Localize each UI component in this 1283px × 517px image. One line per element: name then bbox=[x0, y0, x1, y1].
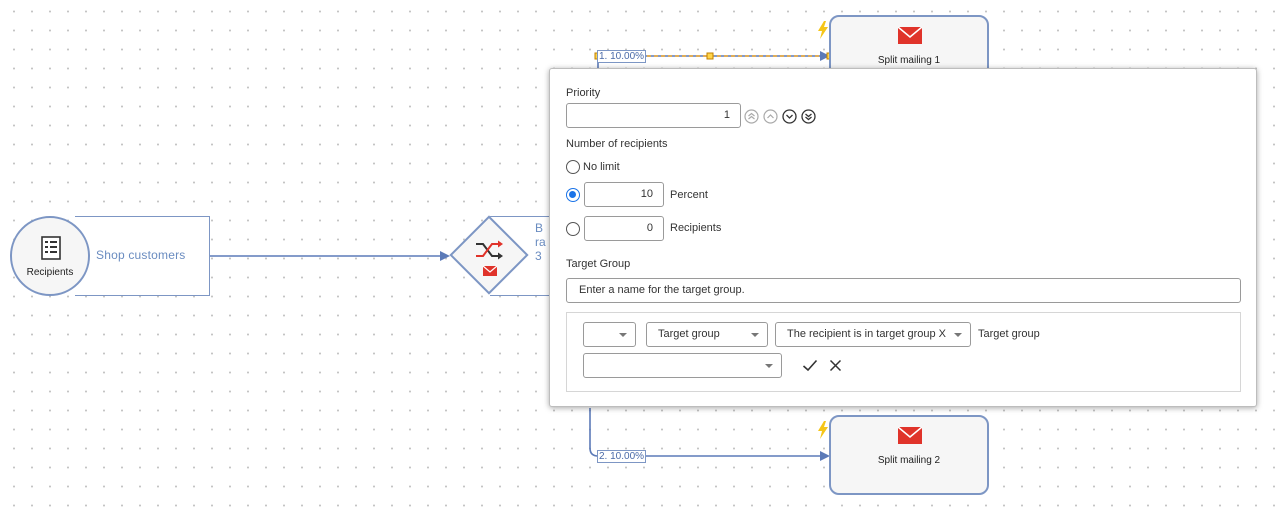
rule-suffix-label: Target group bbox=[978, 328, 1040, 340]
recipients-node[interactable]: Recipients bbox=[10, 216, 90, 296]
number-of-recipients-label: Number of recipients bbox=[566, 138, 668, 150]
priority-input[interactable]: 1 bbox=[566, 103, 741, 128]
split-text-fragment-3: 3 bbox=[535, 249, 542, 263]
percent-radio[interactable] bbox=[566, 188, 580, 202]
priority-label: Priority bbox=[566, 87, 601, 99]
percent-label: Percent bbox=[670, 189, 708, 201]
mailing-1-label: Split mailing 1 bbox=[877, 55, 941, 66]
chevron-down-icon bbox=[751, 333, 759, 337]
target-group-label: Target Group bbox=[566, 258, 631, 270]
envelope-icon bbox=[898, 427, 922, 444]
chevron-down-icon bbox=[619, 333, 627, 337]
double-chevron-down-icon[interactable] bbox=[801, 109, 816, 124]
percent-input[interactable]: 10 bbox=[584, 182, 664, 207]
recipient-source-box[interactable]: Shop customers bbox=[75, 216, 210, 296]
lightning-icon bbox=[818, 421, 828, 439]
rule-operator-select[interactable]: The recipient is in target group X bbox=[775, 322, 971, 347]
check-icon[interactable] bbox=[802, 359, 818, 372]
chevron-down-icon bbox=[954, 333, 962, 337]
rule-operator-select-value: The recipient is in target group X bbox=[787, 328, 946, 340]
chevron-up-icon[interactable] bbox=[763, 109, 778, 124]
rule-field-select-value: Target group bbox=[658, 328, 720, 340]
shuffle-split-icon bbox=[476, 240, 503, 276]
close-icon[interactable] bbox=[829, 359, 842, 372]
recipient-source-label: Shop customers bbox=[96, 248, 186, 262]
envelope-icon bbox=[898, 27, 922, 44]
chevron-down-icon[interactable] bbox=[782, 109, 797, 124]
recipients-count-input[interactable]: 0 bbox=[584, 216, 664, 241]
edge-recipients-to-split[interactable] bbox=[210, 251, 450, 261]
split-settings-panel: Priority 1 Number of recipients No limit… bbox=[549, 68, 1257, 407]
recipients-count-label: Recipients bbox=[670, 222, 722, 234]
target-group-rule-editor: Target group The recipient is in target … bbox=[566, 312, 1241, 392]
list-document-icon bbox=[41, 236, 61, 260]
recipients-node-label: Recipients bbox=[26, 267, 74, 278]
rule-field-select[interactable]: Target group bbox=[646, 322, 768, 347]
edge-label-1[interactable]: 1. 10.00% bbox=[597, 50, 647, 63]
split-text-fragment-1: B bbox=[535, 221, 544, 235]
no-limit-radio[interactable] bbox=[566, 160, 580, 174]
chevron-down-icon bbox=[765, 364, 773, 368]
no-limit-label: No limit bbox=[583, 161, 620, 173]
edge-label-2[interactable]: 2. 10.00% bbox=[597, 450, 647, 463]
recipients-count-radio[interactable] bbox=[566, 222, 580, 236]
double-chevron-up-icon[interactable] bbox=[744, 109, 759, 124]
envelope-icon bbox=[482, 265, 498, 276]
target-group-name-input[interactable]: Enter a name for the target group. bbox=[566, 278, 1241, 303]
mailing-2-label: Split mailing 2 bbox=[877, 455, 941, 466]
mailing-node-2[interactable]: Split mailing 2 bbox=[829, 415, 989, 495]
lightning-icon bbox=[818, 21, 828, 39]
rule-bracket-select[interactable] bbox=[583, 322, 636, 347]
rule-value-select[interactable] bbox=[583, 353, 782, 378]
split-text-fragment-2: ra bbox=[535, 235, 546, 249]
